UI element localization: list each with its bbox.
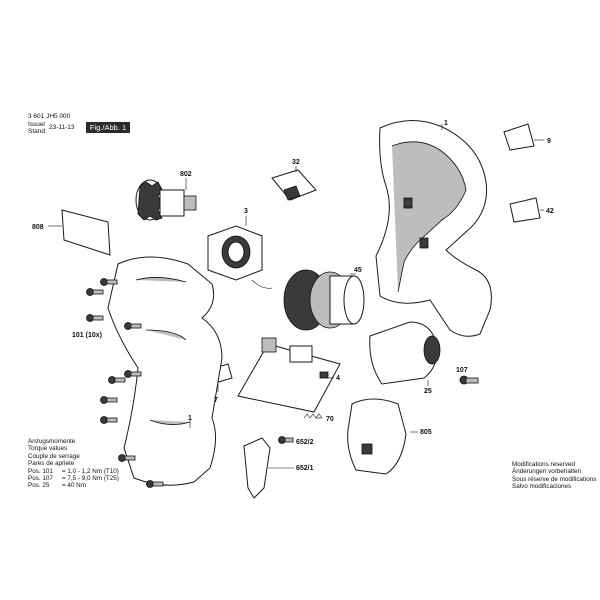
part-808-label-plate bbox=[48, 209, 111, 256]
callout-1-top: 1 bbox=[444, 120, 448, 127]
part-9-badge bbox=[503, 123, 544, 151]
screw-101 bbox=[124, 370, 142, 378]
issue-date: 23-11-13 bbox=[49, 124, 75, 131]
callout-7: 7 bbox=[214, 397, 218, 404]
part-45-gearbox bbox=[283, 269, 365, 331]
callout-101: 101 (10x) bbox=[72, 332, 102, 339]
screw-101 bbox=[100, 396, 118, 404]
torque-notes-line: Couple de serrage bbox=[28, 452, 80, 460]
screw-101 bbox=[86, 314, 104, 322]
torque-row: Pos. 107 = 7,5 - 9,0 Nm (T25) bbox=[28, 475, 119, 482]
torque-row: Pos. 25 = 40 Nm bbox=[28, 482, 119, 489]
stand-label: Stand bbox=[28, 128, 45, 135]
part-107-screw bbox=[459, 375, 479, 385]
callout-25: 25 bbox=[424, 388, 432, 395]
screw-101 bbox=[108, 376, 126, 384]
part-32-switch-cover bbox=[271, 166, 317, 201]
callout-3: 3 bbox=[244, 208, 248, 215]
callout-652-1: 652/1 bbox=[296, 465, 314, 472]
part-652-1-belt-clip bbox=[243, 437, 294, 499]
document-number: 3 601 JH5 000 bbox=[28, 113, 71, 120]
callout-42: 42 bbox=[546, 208, 554, 215]
callout-805: 805 bbox=[420, 429, 432, 436]
callout-107: 107 bbox=[456, 367, 468, 374]
callout-652-2: 652/2 bbox=[296, 439, 314, 446]
torque-notes: Anzugsmomente Torque values Couple de se… bbox=[28, 438, 119, 490]
modification-note-line: Änderungen vorbehalten bbox=[512, 468, 581, 476]
part-42-badge bbox=[509, 197, 544, 223]
screw-101 bbox=[86, 288, 104, 296]
torque-row-pos: Pos. 25 bbox=[28, 482, 50, 490]
callout-4: 4 bbox=[336, 375, 340, 382]
part-70-spring bbox=[303, 413, 323, 419]
modification-notes: Modifications reserved Änderungen vorbeh… bbox=[512, 461, 596, 491]
screw-101 bbox=[100, 416, 118, 424]
part-101-screws bbox=[86, 278, 164, 488]
part-25-keyless-chuck bbox=[369, 321, 441, 386]
part-4-electronics-module bbox=[237, 337, 341, 413]
callout-70: 70 bbox=[326, 416, 334, 423]
callout-808: 808 bbox=[32, 224, 44, 231]
callout-45: 45 bbox=[354, 267, 362, 274]
torque-notes-line: Torque values bbox=[28, 445, 68, 453]
part-802-motor bbox=[135, 178, 197, 221]
callout-1-bottom: 1 bbox=[188, 415, 192, 422]
torque-row-pos: Pos. 101 bbox=[28, 467, 53, 475]
screw-101 bbox=[118, 454, 136, 462]
torque-notes-line: Anzugsmomente bbox=[28, 438, 76, 445]
part-1-housing-half-left bbox=[107, 256, 223, 486]
torque-row: Pos. 101 = 1,0 - 1,2 Nm (T10) bbox=[28, 468, 119, 475]
part-3-stator bbox=[207, 216, 273, 289]
part-652-2-screw bbox=[278, 436, 294, 444]
torque-row-value: = 1,0 - 1,2 Nm (T10) bbox=[62, 467, 119, 475]
modification-note-line: Sous réserve de modifications bbox=[512, 475, 597, 483]
torque-row-value: = 7,5 - 9,0 Nm (T25) bbox=[62, 475, 119, 483]
screw-101 bbox=[100, 278, 118, 286]
modification-note-line: Modifications reserved bbox=[512, 461, 575, 468]
screw-101 bbox=[146, 480, 164, 488]
part-1-housing-half-right bbox=[375, 120, 492, 337]
torque-notes-line: Pares de apriete bbox=[28, 460, 75, 468]
modification-note-line: Salvo modificaciones bbox=[512, 483, 572, 491]
callout-32: 32 bbox=[292, 159, 300, 166]
torque-row-value: = 40 Nm bbox=[62, 482, 86, 490]
part-805-clip-holder bbox=[347, 398, 418, 475]
issue-label: Issue/ bbox=[28, 121, 46, 128]
screw-101 bbox=[124, 322, 142, 330]
figure-label: Fig./Abb. 1 bbox=[86, 122, 130, 133]
torque-row-pos: Pos. 107 bbox=[28, 475, 53, 483]
callout-802: 802 bbox=[180, 171, 192, 178]
callout-9: 9 bbox=[547, 138, 551, 145]
